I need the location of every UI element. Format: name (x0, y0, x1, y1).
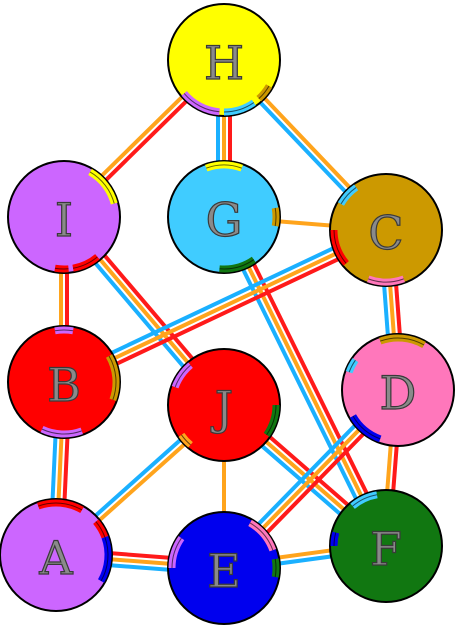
edge-line-red (227, 213, 394, 545)
node-i: I (7, 160, 121, 274)
node-port-arc-outline (89, 171, 115, 204)
node-circle (167, 3, 281, 117)
node-label: B (47, 358, 81, 412)
node-port-arc-outline (333, 532, 337, 547)
node-circle (7, 160, 121, 274)
node-port-arc-outline (348, 359, 356, 373)
node-label: F (370, 522, 402, 576)
node-label: D (380, 366, 417, 420)
node-layer: H I G C B J D A E F (0, 3, 455, 625)
node-label: E (207, 544, 241, 598)
node-label: I (55, 193, 73, 247)
node-b: B (7, 325, 121, 439)
node-h: H (167, 3, 281, 117)
node-j: J (167, 348, 281, 462)
node-label: G (206, 193, 243, 247)
node-label: H (204, 36, 244, 90)
node-circle (329, 489, 443, 603)
edge-line-blue (216, 218, 383, 550)
node-port-arc-outline (38, 502, 83, 511)
node-circle (0, 498, 113, 612)
node-port-arc-outline (206, 164, 242, 169)
node-port-arc-outline (72, 256, 98, 269)
node-port-arc-outline (54, 329, 74, 332)
node-circle (341, 333, 455, 447)
node-g: G (167, 160, 281, 274)
edge-layer (48, 56, 406, 576)
node-port-arc-outline (274, 207, 277, 227)
node-port-arc-outline (274, 558, 277, 578)
node-port-arc-outline (54, 267, 69, 270)
node-port-arc-outline (41, 428, 82, 435)
node-label: A (38, 531, 73, 585)
node-port-arc-outline (95, 521, 106, 538)
edge-line-orange (222, 216, 388, 547)
node-c: C (329, 173, 443, 287)
node-port-arc-outline (380, 337, 425, 346)
node-port-arc-outline (352, 494, 378, 507)
node-port-arc-outline (266, 404, 277, 436)
edge-line-red (65, 233, 390, 390)
node-circle (167, 511, 281, 625)
node-d: D (341, 333, 455, 447)
node-e: E (167, 511, 281, 625)
node-label: C (368, 206, 403, 260)
node-circle (7, 325, 121, 439)
node-f: F (329, 489, 443, 603)
node-port-arc-outline (100, 537, 109, 582)
edge-line-orange (63, 228, 387, 384)
node-a: A (0, 498, 113, 612)
node-circle (167, 348, 281, 462)
node-port-arc-outline (223, 102, 255, 113)
node-port-arc-outline (352, 415, 381, 440)
edge-c-b (60, 222, 390, 390)
node-port-arc-outline (219, 259, 255, 270)
edge-line-blue (60, 222, 385, 379)
node-circle (167, 160, 281, 274)
node-port-arc-outline (174, 364, 191, 388)
node-port-arc-outline (180, 434, 191, 446)
node-port-arc-outline (340, 186, 357, 205)
node-port-arc-outline (108, 355, 117, 400)
node-port-arc-outline (368, 278, 404, 283)
edge-g-f (216, 213, 394, 550)
node-port-arc-outline (258, 85, 270, 100)
node-port-arc-outline (333, 229, 347, 264)
node-circle (329, 173, 443, 287)
node-port-arc-outline (183, 93, 220, 113)
node-port-arc-outline (249, 522, 274, 551)
node-port-arc-outline (171, 537, 182, 569)
node-label: J (211, 381, 233, 435)
